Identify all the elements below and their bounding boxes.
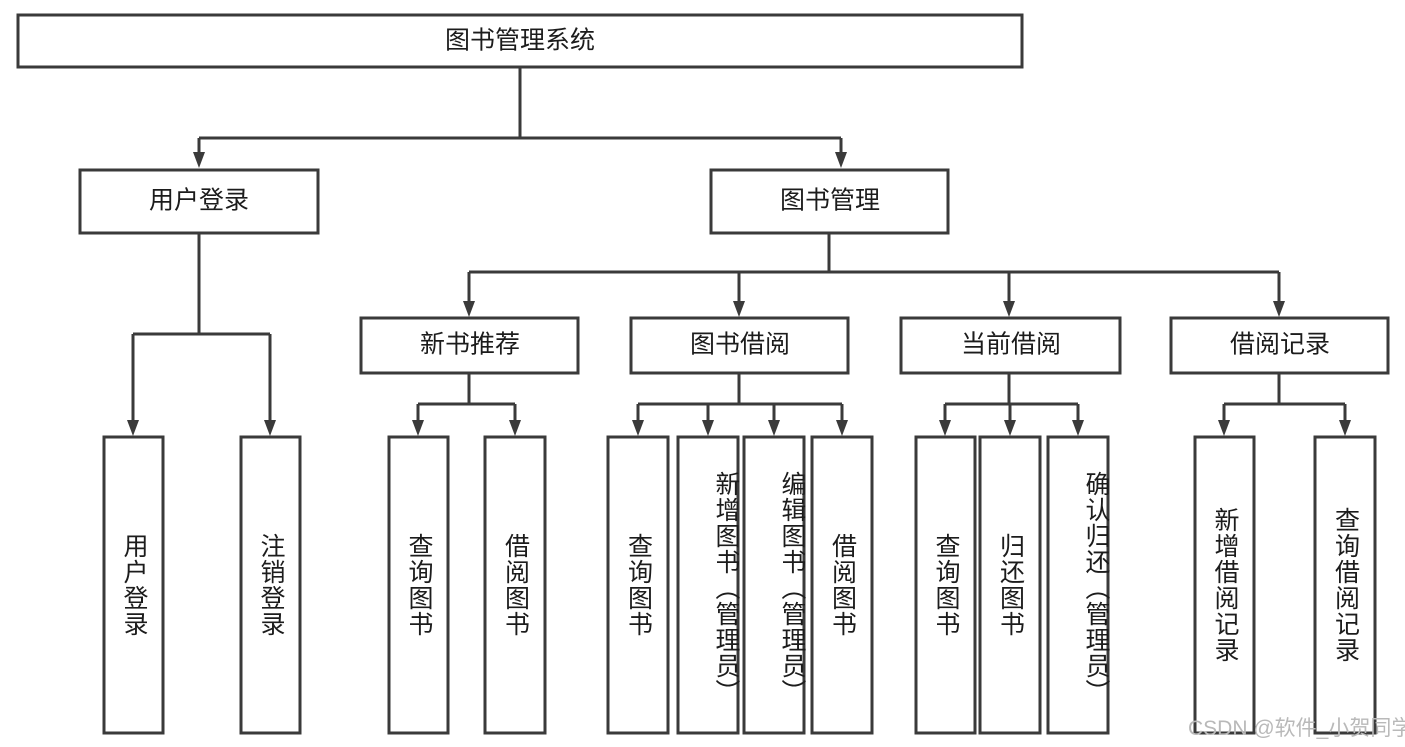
node-new-book-recommend[interactable] xyxy=(359,316,580,375)
connector-book-mgmt-to-level3 xyxy=(463,233,1285,317)
node-current-borrow[interactable] xyxy=(899,316,1122,375)
connector-records-to-leaves xyxy=(1218,373,1351,436)
node-root-label: 图书管理系统 xyxy=(445,27,595,55)
leaf-box-query-record[interactable] xyxy=(1313,435,1377,735)
leaf-box-query-book-borrow[interactable] xyxy=(606,435,670,735)
leaf-box-edit-book-admin[interactable] xyxy=(742,435,806,735)
leaf-box-borrow-book-rec[interactable] xyxy=(483,435,547,735)
node-book-borrow[interactable] xyxy=(629,316,850,375)
leaf-box-return-book[interactable] xyxy=(978,435,1042,735)
leaf-box-add-record[interactable] xyxy=(1193,435,1256,735)
node-borrow-records[interactable] xyxy=(1169,316,1390,375)
connector-root-to-level2 xyxy=(193,67,847,168)
leaf-box-query-book-rec[interactable] xyxy=(387,435,450,735)
node-new-book-recommend-label: 新书推荐 xyxy=(420,331,520,359)
node-user-login[interactable] xyxy=(78,168,320,235)
connector-borrow-to-leaves xyxy=(632,373,848,436)
leaf-box-add-book-admin[interactable] xyxy=(676,435,740,735)
csdn-watermark: CSDN @软件_小贺同学 xyxy=(1188,717,1405,740)
leaf-box-logout[interactable] xyxy=(239,435,302,735)
node-current-borrow-label: 当前借阅 xyxy=(961,331,1061,359)
node-borrow-records-label: 借阅记录 xyxy=(1230,331,1330,359)
connector-user-login-to-leaves xyxy=(127,233,276,436)
leaf-box-borrow-book[interactable] xyxy=(810,435,874,735)
leaf-box-query-book-current[interactable] xyxy=(914,435,977,735)
node-book-management-label: 图书管理 xyxy=(780,187,880,215)
connector-new-book-to-leaves xyxy=(412,373,521,436)
leaf-box-user-login[interactable] xyxy=(102,435,165,735)
node-book-management[interactable] xyxy=(709,168,950,235)
connector-current-borrow-to-leaves xyxy=(939,373,1084,436)
node-book-borrow-label: 图书借阅 xyxy=(690,331,790,359)
node-root[interactable] xyxy=(16,13,1024,69)
node-user-login-label: 用户登录 xyxy=(149,187,249,215)
leaf-box-confirm-return-admin[interactable] xyxy=(1046,435,1110,735)
